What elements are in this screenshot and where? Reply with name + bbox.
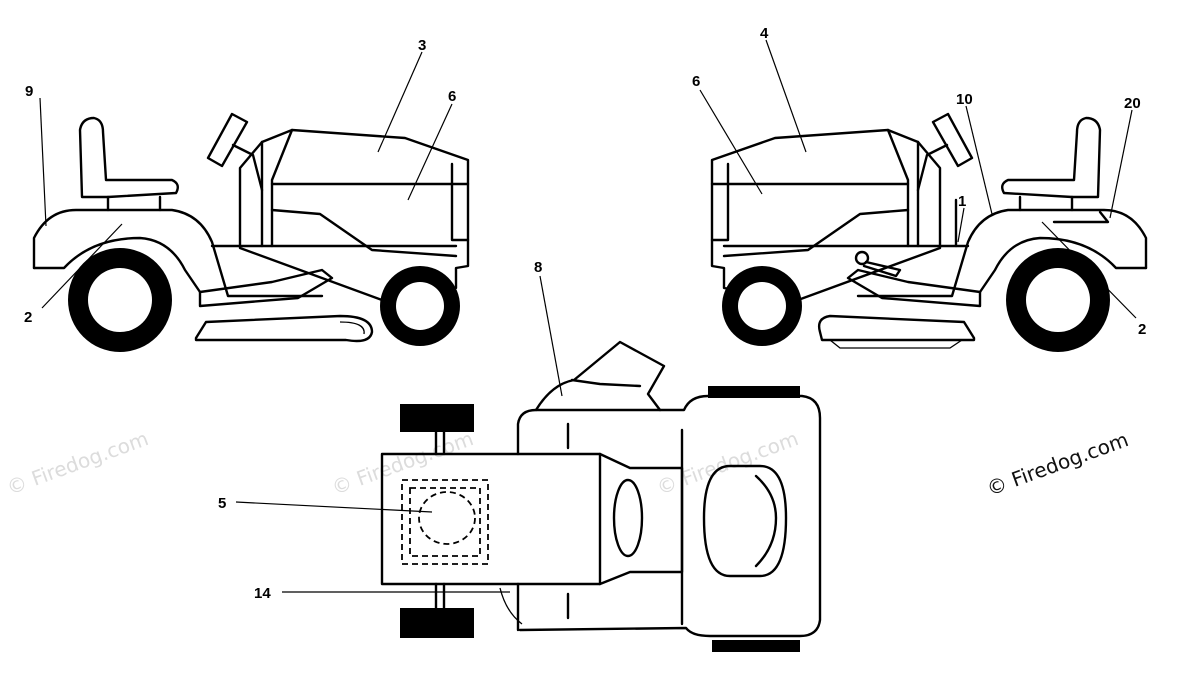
steering-column <box>916 143 949 192</box>
side-panel-line <box>270 208 458 258</box>
seat-back-top <box>754 474 778 568</box>
callout-2-left: 2 <box>24 309 32 326</box>
fender-arch <box>32 236 202 294</box>
leader-4 <box>765 39 807 153</box>
steering-wheel <box>931 112 974 168</box>
callout-2-right: 2 <box>1138 321 1146 338</box>
watermark-faint: © Firedog.com <box>654 426 802 499</box>
deck-chute <box>339 321 365 335</box>
rear-wheel-top <box>708 386 800 398</box>
steering-column <box>231 143 264 192</box>
callout-labels: 9 2 3 6 4 6 10 1 20 2 8 5 14 <box>24 25 1146 602</box>
callout-14: 14 <box>254 585 271 602</box>
watermark: © Firedog.com <box>984 427 1132 500</box>
footrest <box>198 268 334 308</box>
grille <box>710 162 730 242</box>
leader-3 <box>377 51 423 153</box>
hood-edge <box>270 128 294 248</box>
discharge-chute <box>534 340 666 412</box>
hood-edge <box>886 128 910 248</box>
decal-circle <box>418 491 476 545</box>
grille <box>450 162 470 242</box>
rear-fender <box>32 208 324 298</box>
lift-lever-knob <box>854 250 870 266</box>
fender-arch <box>978 236 1148 294</box>
decal-outline-inner <box>409 487 481 557</box>
rear-wheel-bottom <box>712 640 800 652</box>
body-outline <box>516 394 822 638</box>
tractor-top-view <box>380 340 822 652</box>
callout-6-right: 6 <box>692 73 700 90</box>
tractor-right-side-view <box>710 112 1148 352</box>
hood-body <box>238 128 470 302</box>
mower-deck <box>194 314 374 343</box>
front-wheel-bottom <box>400 608 474 638</box>
leader-6-left <box>407 103 453 201</box>
hood-body <box>710 128 942 302</box>
leader-8 <box>539 275 563 397</box>
footrest <box>846 268 982 308</box>
callout-20: 20 <box>1124 95 1141 112</box>
leader-10 <box>965 105 993 215</box>
seat <box>78 116 179 199</box>
rear-fender <box>856 208 1148 298</box>
leader-9 <box>39 97 47 227</box>
leader-20 <box>1109 109 1133 219</box>
leader-1 <box>957 207 965 243</box>
callout-6-left: 6 <box>448 88 456 105</box>
front-wheel-hub <box>738 282 786 330</box>
tractor-left-side-view <box>32 112 470 352</box>
callout-5: 5 <box>218 495 226 512</box>
rear-wheel-hub <box>88 268 152 332</box>
fender-decal-edge <box>1052 210 1110 224</box>
chute-seam <box>570 378 642 388</box>
steering-wheel <box>206 112 249 168</box>
deck-chute <box>829 339 963 349</box>
decal-outline-outer <box>401 479 489 565</box>
hood-top <box>380 452 602 586</box>
seat <box>1001 116 1102 199</box>
callout-10: 10 <box>956 91 973 108</box>
callout-8: 8 <box>534 259 542 276</box>
leader-2-left <box>41 223 123 309</box>
front-wheel-hub <box>396 282 444 330</box>
leader-5 <box>235 501 433 513</box>
callout-4: 4 <box>760 25 769 42</box>
leader-6-right <box>699 89 763 195</box>
rear-wheel-hub <box>1026 268 1090 332</box>
side-panel-line <box>722 208 910 258</box>
steering-top <box>612 478 644 558</box>
mower-deck <box>817 314 976 342</box>
callout-9: 9 <box>25 83 33 100</box>
front-wheel-top <box>400 404 474 432</box>
lift-lever <box>862 260 902 278</box>
seat-top <box>702 464 788 578</box>
leader-lines <box>39 39 1137 593</box>
leader-2-right <box>1041 221 1137 319</box>
callout-1: 1 <box>958 193 966 210</box>
callout-3: 3 <box>418 37 426 54</box>
watermark-faint: © Firedog.com <box>4 426 152 499</box>
